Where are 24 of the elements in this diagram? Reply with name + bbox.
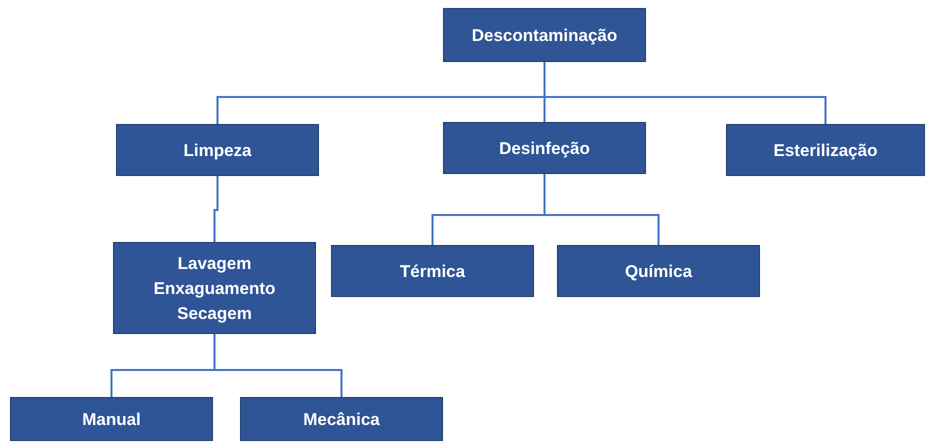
category-label: Esterilização: [774, 140, 878, 162]
category-label: Limpeza: [183, 140, 252, 162]
connector-line: [544, 174, 660, 245]
category-box: [557, 245, 760, 297]
category-box: [443, 122, 646, 174]
category-box: [726, 124, 925, 176]
category-box: [443, 8, 646, 62]
category-box: [331, 245, 534, 297]
category-label: Química: [624, 260, 692, 282]
category-label: Descontaminação: [472, 24, 618, 46]
connector-line: [214, 334, 342, 397]
connector-line: [214, 176, 218, 242]
category-label: Térmica: [400, 260, 466, 282]
connector-line: [544, 62, 826, 124]
category-box: [10, 397, 213, 441]
category-box: [240, 397, 443, 441]
category-label: Desinfeção: [499, 138, 590, 160]
category-label: Lavagem: [178, 252, 252, 275]
category-label: Enxaguamento: [154, 278, 276, 300]
category-label: Secagem: [177, 302, 252, 325]
category-label: Mecânica: [303, 408, 380, 430]
category-box: [116, 124, 319, 176]
category-label: Manual: [82, 408, 141, 430]
category-box: [113, 242, 316, 334]
